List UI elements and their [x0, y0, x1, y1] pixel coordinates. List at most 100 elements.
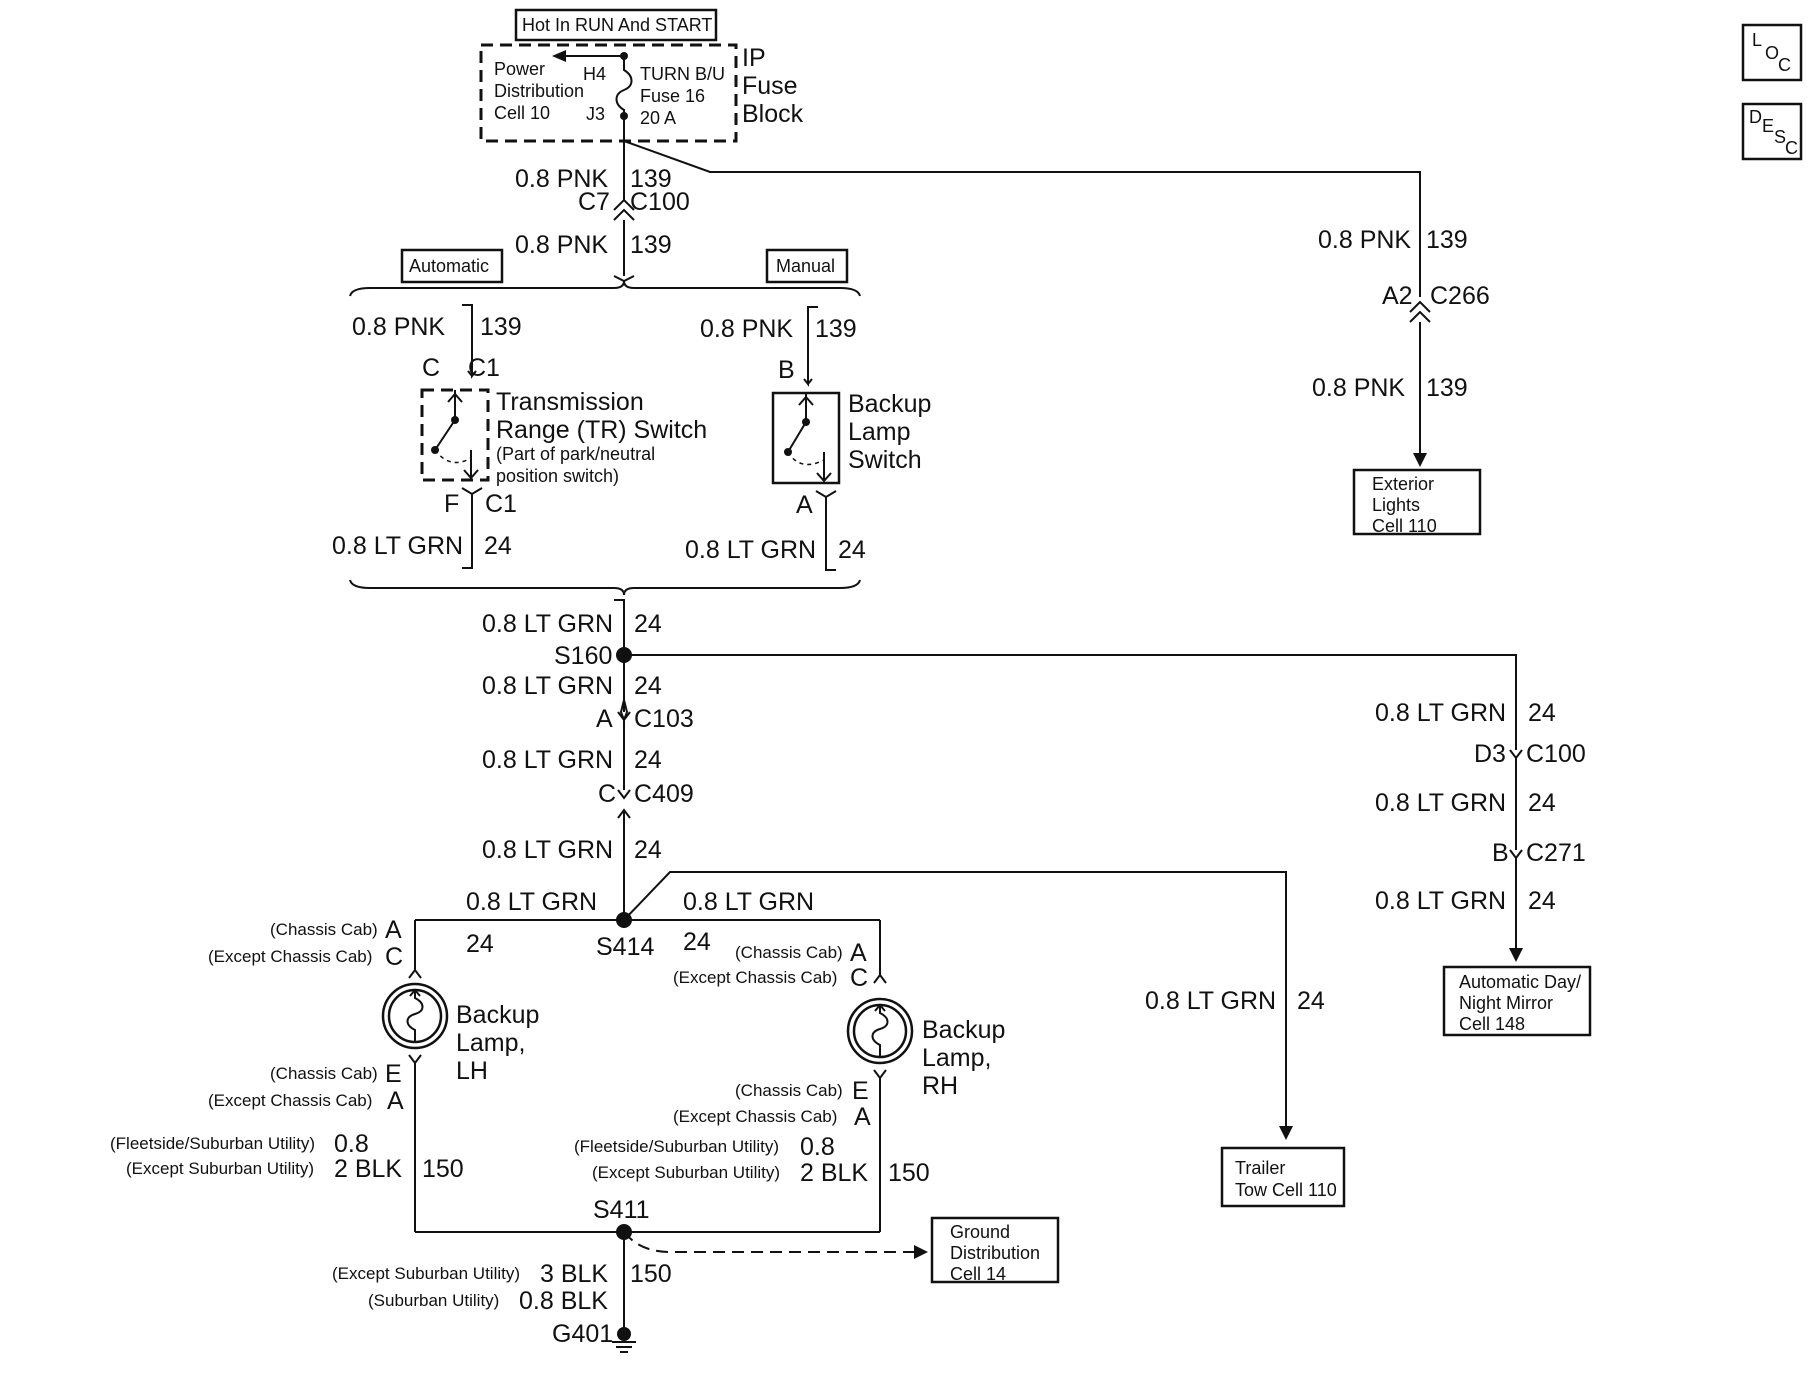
- svg-text:24: 24: [484, 532, 512, 560]
- trailer-branch: 0.8 LT GRN 24 Trailer Tow Cell 110: [1145, 987, 1346, 1208]
- svg-text:C100: C100: [1526, 740, 1586, 768]
- manual-option-box: [765, 248, 849, 284]
- svg-text:24: 24: [634, 610, 662, 638]
- ip-fuse-block: Hot In RUN And START Power Distribution …: [479, 8, 804, 143]
- svg-text:Switch: Switch: [848, 446, 922, 474]
- svg-text:24: 24: [1528, 699, 1556, 727]
- svg-text:C: C: [850, 964, 868, 992]
- svg-text:0.8 PNK: 0.8 PNK: [515, 231, 608, 259]
- svg-text:139: 139: [480, 313, 522, 341]
- fuse-icon: [615, 56, 633, 116]
- svg-text:24: 24: [1297, 987, 1325, 1015]
- svg-text:C: C: [1785, 138, 1798, 158]
- svg-text:D: D: [1749, 107, 1762, 127]
- svg-text:C409: C409: [634, 780, 694, 808]
- svg-text:0.8 LT GRN: 0.8 LT GRN: [1145, 987, 1276, 1015]
- option-bracket-bottom: [349, 579, 861, 596]
- svg-text:0.8 LT GRN: 0.8 LT GRN: [1375, 789, 1506, 817]
- svg-text:A: A: [854, 1103, 871, 1131]
- svg-text:H4: H4: [583, 64, 606, 84]
- svg-text:position switch): position switch): [496, 466, 619, 486]
- ground-circuit: S411 (Except Suburban Utility) 3 BLK 150…: [332, 1196, 1060, 1353]
- svg-text:(Except Chassis Cab): (Except Chassis Cab): [673, 1107, 837, 1126]
- svg-text:Fuse 16: Fuse 16: [640, 86, 705, 106]
- svg-text:139: 139: [1426, 374, 1468, 402]
- svg-text:Backup: Backup: [922, 1016, 1005, 1044]
- svg-text:C: C: [1778, 55, 1791, 75]
- svg-text:LH: LH: [456, 1057, 488, 1085]
- svg-text:24: 24: [466, 930, 494, 958]
- svg-text:(Chassis Cab): (Chassis Cab): [735, 1081, 843, 1100]
- svg-text:(Except Chassis Cab): (Except Chassis Cab): [208, 1091, 372, 1110]
- svg-text:S: S: [1774, 127, 1786, 147]
- svg-text:24: 24: [634, 672, 662, 700]
- mirror-branch: 0.8 LT GRN 24 D3 C100 0.8 LT GRN 24 B C2…: [624, 654, 1592, 1037]
- automatic-option-box: [400, 248, 504, 284]
- svg-text:(Chassis Cab): (Chassis Cab): [270, 1064, 378, 1083]
- svg-text:139: 139: [630, 231, 672, 259]
- svg-text:Lamp,: Lamp,: [922, 1044, 991, 1072]
- svg-text:G401: G401: [552, 1320, 613, 1348]
- svg-text:C1: C1: [468, 354, 500, 382]
- svg-text:Exterior: Exterior: [1372, 474, 1434, 494]
- svg-text:E: E: [1762, 116, 1774, 136]
- svg-text:(Except Suburban Utility): (Except Suburban Utility): [332, 1264, 520, 1283]
- svg-text:A: A: [596, 705, 613, 733]
- svg-text:(Fleetside/Suburban Utility): (Fleetside/Suburban Utility): [110, 1134, 315, 1153]
- svg-text:Transmission: Transmission: [496, 388, 644, 416]
- manual-option-label: Manual: [776, 256, 835, 276]
- loc-button[interactable]: L O C: [1741, 23, 1803, 82]
- svg-text:(Except Suburban Utility): (Except Suburban Utility): [592, 1163, 780, 1182]
- svg-text:Ground: Ground: [950, 1222, 1010, 1242]
- svg-text:0.8 LT GRN: 0.8 LT GRN: [683, 888, 814, 916]
- svg-text:0.8 LT GRN: 0.8 LT GRN: [466, 888, 597, 916]
- day-night-mirror-box: [1442, 965, 1592, 1037]
- svg-text:Cell 148: Cell 148: [1459, 1014, 1525, 1034]
- svg-text:0.8 PNK: 0.8 PNK: [1318, 226, 1411, 254]
- svg-text:L: L: [1752, 30, 1762, 50]
- svg-text:3 BLK: 3 BLK: [540, 1260, 608, 1288]
- backup-lamp-rh: (Chassis Cab) A (Except Chassis Cab) C B…: [574, 920, 1005, 1232]
- tr-switch-contact: [434, 419, 456, 451]
- svg-text:Backup: Backup: [456, 1001, 539, 1029]
- svg-text:Power: Power: [494, 59, 545, 79]
- desc-button[interactable]: D E S C: [1741, 102, 1803, 161]
- automatic-option-label: Automatic: [409, 256, 489, 276]
- svg-text:Distribution: Distribution: [494, 81, 584, 101]
- hot-in-run-label: Hot In RUN And START: [522, 15, 712, 35]
- svg-text:0.8: 0.8: [800, 1133, 835, 1161]
- svg-text:Night Mirror: Night Mirror: [1459, 993, 1553, 1013]
- svg-text:139: 139: [815, 315, 857, 343]
- svg-text:Tow Cell 110: Tow Cell 110: [1235, 1180, 1337, 1200]
- svg-text:150: 150: [630, 1260, 672, 1288]
- trailer-tow-box: [1220, 1146, 1346, 1208]
- svg-text:S411: S411: [593, 1196, 650, 1224]
- svg-text:S160: S160: [554, 642, 612, 670]
- tr-switch-outline: [420, 388, 490, 482]
- svg-text:C7: C7: [578, 188, 610, 216]
- svg-text:0.8 LT GRN: 0.8 LT GRN: [482, 672, 613, 700]
- svg-text:Backup: Backup: [848, 390, 931, 418]
- tr-switch: 0.8 PNK 139 C C1 Transmission Range (TR)…: [332, 304, 707, 569]
- svg-text:24: 24: [634, 836, 662, 864]
- svg-text:S414: S414: [596, 933, 654, 961]
- svg-text:Cell 110: Cell 110: [1372, 516, 1437, 536]
- svg-text:Lights: Lights: [1372, 495, 1420, 515]
- svg-text:0.8 LT GRN: 0.8 LT GRN: [332, 532, 463, 560]
- svg-text:D3: D3: [1474, 740, 1506, 768]
- svg-text:C100: C100: [630, 188, 690, 216]
- hot-in-run-box: [514, 8, 718, 42]
- svg-text:0.8 PNK: 0.8 PNK: [700, 315, 793, 343]
- svg-text:139: 139: [1426, 226, 1468, 254]
- svg-text:2 BLK: 2 BLK: [334, 1155, 402, 1183]
- main-trunk: 0.8 LT GRN 24 S160 0.8 LT GRN 24 A C103 …: [415, 599, 1287, 1128]
- fuse-block-outline: [479, 43, 738, 143]
- svg-text:24: 24: [683, 928, 711, 956]
- svg-text:Lamp: Lamp: [848, 418, 911, 446]
- svg-text:0.8 PNK: 0.8 PNK: [352, 313, 445, 341]
- svg-text:Distribution: Distribution: [950, 1243, 1040, 1263]
- svg-text:150: 150: [888, 1159, 930, 1187]
- svg-text:C271: C271: [1526, 839, 1586, 867]
- svg-text:0.8 PNK: 0.8 PNK: [515, 165, 608, 193]
